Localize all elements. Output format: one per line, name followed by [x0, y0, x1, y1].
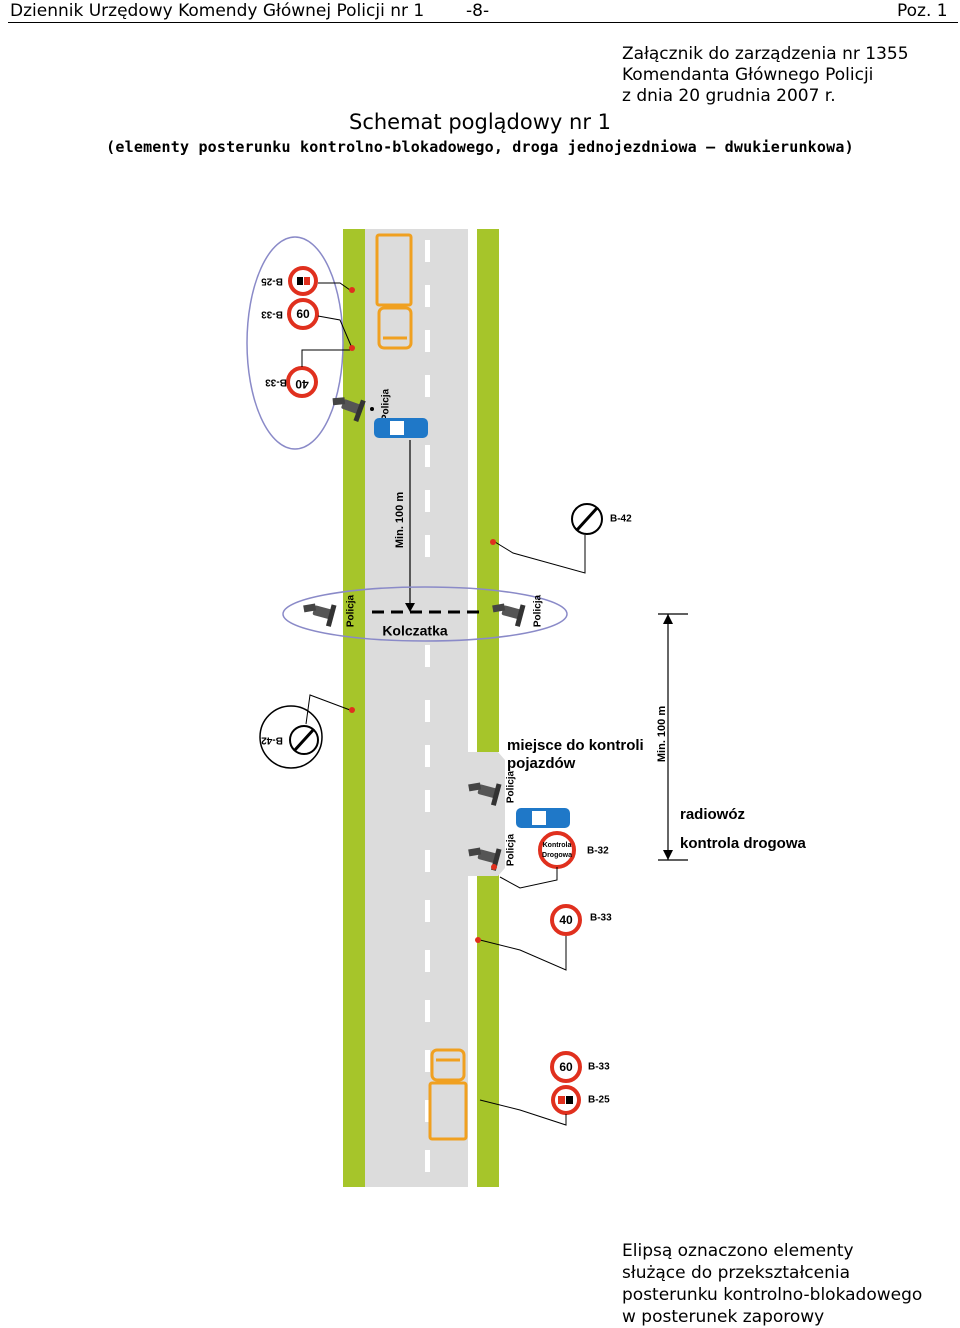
dot: [491, 864, 497, 870]
police-officer-left-icon: [299, 597, 337, 627]
truck-top: [375, 233, 413, 350]
pointer-40-lower: [479, 936, 567, 971]
police-label-bay-upper: Policja: [506, 770, 517, 803]
pointer-60-lower: [479, 1099, 567, 1126]
road-control-label: kontrola drogowa: [680, 835, 806, 852]
diagram-subtitle: (elementy posterunku kontrolno-blokadowe…: [106, 138, 854, 156]
dot: [490, 539, 496, 545]
dot: [475, 937, 481, 943]
b32-text-1: Kontrola: [543, 842, 572, 849]
speed-40-lower: 40: [559, 913, 573, 927]
arrowhead: [663, 850, 673, 860]
ellipse-note: Elipsą oznaczono elementy służące do prz…: [622, 1240, 922, 1328]
dot: [349, 345, 355, 351]
label-b42-upper: B-42: [610, 514, 632, 525]
label-b25-lower: B-25: [588, 1095, 610, 1106]
patrol-car-label: radiowóz: [680, 806, 745, 823]
label-b33-60-top: B-33: [261, 308, 283, 319]
speed-40-top: 40: [295, 377, 309, 391]
header-rule: [8, 22, 958, 23]
pointer-b42-lower: [305, 694, 351, 725]
label-b32: B-32: [587, 846, 609, 857]
police-car-upper-icon: [374, 418, 428, 438]
annex-line-3: z dnia 20 grudnia 2007 r.: [622, 86, 836, 106]
arrowhead: [405, 603, 415, 612]
pointer-b32: [499, 867, 558, 889]
road: [365, 229, 468, 1187]
sign-b33-60-lower: [550, 1051, 582, 1083]
police-label-bay-lower: Policja: [506, 833, 517, 866]
annex-block: Załącznik do zarządzenia nr 1355 Komenda…: [622, 44, 909, 107]
note-line-3: posterunku kontrolno-blokadowego: [622, 1285, 923, 1305]
note-line-1: Elipsą oznaczono elementy: [622, 1241, 854, 1261]
journal-title: Dziennik Urzędowy Komendy Głównej Policj…: [10, 1, 425, 21]
page-number: -8-: [466, 1, 490, 21]
label-b25-top: B-25: [261, 275, 283, 286]
diagram-title: Schemat poglądowy nr 1: [349, 110, 611, 134]
distance-label-right: Min. 100 m: [656, 706, 668, 762]
dot: [370, 407, 374, 411]
arrowhead: [663, 614, 673, 624]
sign-pointers-top: [301, 282, 353, 367]
label-b42-lower: B-42: [261, 734, 283, 745]
dot: [349, 287, 355, 293]
sign-b42-upper: [571, 503, 603, 535]
distance-label-upper: Min. 100 m: [394, 492, 406, 548]
police-car-bay-icon: [516, 808, 570, 828]
speed-60-top: 60: [296, 307, 310, 321]
control-place-line2: pojazdów: [507, 755, 576, 772]
sign-b25-top: [288, 266, 318, 296]
label-b33-40-top: B-33: [265, 376, 287, 387]
position-number: Poz. 1: [897, 1, 948, 21]
right-verge-upper: [477, 229, 499, 752]
police-label-left: Policja: [346, 594, 357, 627]
sign-b33-40-top: [286, 366, 318, 398]
sign-b33-60-top: [287, 298, 319, 330]
ellipse-top: [246, 236, 344, 450]
note-line-2: służące do przekształcenia: [622, 1263, 851, 1283]
ellipse-spike-strip: [282, 586, 568, 642]
control-place-line1: miejsce do kontroli: [507, 737, 644, 754]
dot: [349, 707, 355, 713]
sign-b25-lower: [551, 1085, 581, 1115]
speed-60-lower: 60: [559, 1060, 573, 1074]
label-b33-60-lower: B-33: [588, 1062, 610, 1073]
right-verge-lower: [477, 875, 499, 1187]
truck-bottom: [428, 1048, 468, 1141]
label-b33-40-lower: B-33: [590, 913, 612, 924]
annex-line-2: Komendanta Głównego Policji: [622, 65, 874, 85]
police-label-upper: Policja: [381, 388, 392, 421]
annex-line-1: Załącznik do zarządzenia nr 1355: [622, 44, 909, 64]
sign-b33-40-lower: [550, 904, 582, 936]
center-line: [425, 240, 430, 1172]
sign-b32: [538, 831, 576, 869]
pointer-b42-upper: [494, 535, 586, 574]
police-label-right: Policja: [533, 594, 544, 627]
note-line-4: w posterunek zaporowy: [622, 1307, 825, 1327]
b32-text-2: Drogowa: [542, 852, 572, 859]
spike-strip-label: Kolczatka: [382, 623, 448, 639]
